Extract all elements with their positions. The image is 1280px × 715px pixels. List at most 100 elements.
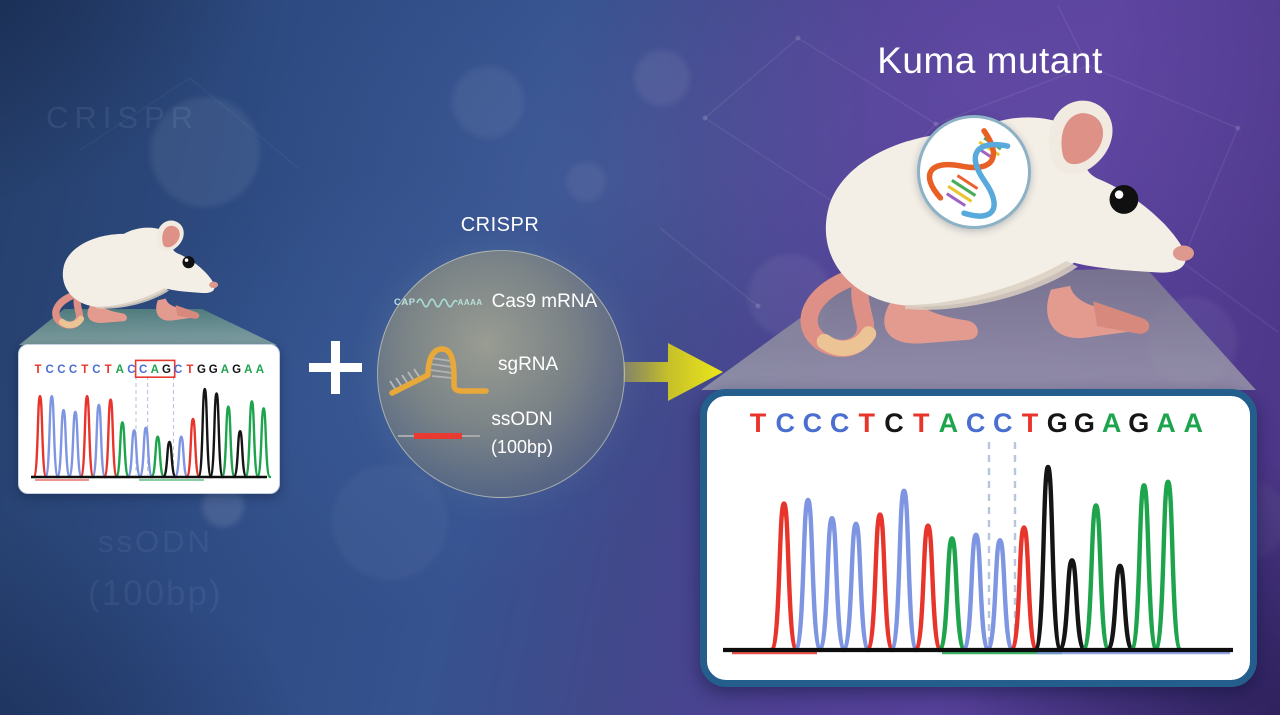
trace-peak [138, 426, 154, 479]
ghost-ssodn-text: ssODN [98, 524, 213, 559]
polya-label: AAAA [457, 297, 483, 307]
trace-peak [44, 394, 60, 479]
plus-icon [309, 341, 362, 394]
trace-peak [768, 501, 800, 653]
trace-peak [864, 512, 896, 653]
base-letter: G [1128, 408, 1149, 438]
trace-peak [936, 536, 968, 653]
trace-peak [67, 410, 83, 479]
base-letter: C [174, 364, 182, 376]
cap-label: CAP [394, 296, 416, 308]
arrow-right-icon [623, 343, 723, 401]
base-letter: T [34, 364, 41, 376]
base-letter: G [1074, 408, 1095, 438]
base-letter: A [256, 364, 264, 376]
cas9-mrna-row: CAP AAAA Cas9 mRNA [394, 291, 597, 313]
base-letter: T [1022, 408, 1039, 438]
trace-peak [1008, 525, 1040, 653]
base-letter: T [859, 408, 876, 438]
trace-peak [792, 497, 824, 653]
trace-peak [91, 403, 107, 479]
trace-peak [185, 417, 201, 479]
base-letter: C [127, 364, 135, 376]
trace-peak [1104, 563, 1136, 653]
trace-peak [984, 538, 1016, 653]
base-letter: A [1102, 408, 1122, 438]
crispr-circle: CAP AAAA Cas9 mRNA sgRNA ssOD [377, 250, 625, 498]
trace-peak [1080, 503, 1112, 653]
base-letter: A [151, 364, 159, 376]
page-title: Kuma mutant [877, 40, 1103, 81]
trace-peak [79, 394, 95, 479]
base-letter: T [105, 364, 112, 376]
trace-peak [173, 435, 189, 479]
trace-peak [960, 532, 992, 653]
ssodn-size-label: (100bp) [490, 437, 554, 457]
ssodn-labels: ssODN (100bp) [476, 409, 568, 458]
base-letter: A [244, 364, 252, 376]
base-letter: C [69, 364, 77, 376]
base-letter: A [116, 364, 124, 376]
beam-mutant [701, 268, 1256, 390]
trace-peak [55, 408, 72, 479]
base-letter: C [966, 408, 986, 438]
base-letter: C [830, 408, 850, 438]
ssodn-label: ssODN [491, 409, 553, 430]
ssodn-icon [398, 433, 480, 439]
trace-peak [1128, 483, 1160, 653]
trace-peak [126, 429, 142, 479]
trace-peak [150, 435, 166, 479]
trace-peak [32, 394, 48, 479]
base-letter: G [1047, 408, 1068, 438]
background-network [79, 5, 1279, 333]
sgrna-icon [389, 346, 489, 396]
base-letter: A [221, 364, 229, 376]
trace-peak [888, 488, 920, 653]
trace-peak [232, 430, 248, 479]
trace-peak [1032, 464, 1064, 653]
base-letter: T [913, 408, 930, 438]
base-letter: A [1156, 408, 1176, 438]
trace-peak [840, 521, 872, 653]
trace-peak [114, 421, 130, 479]
base-letter: T [186, 364, 193, 376]
base-letter: A [1183, 408, 1203, 438]
trace-peak [161, 440, 178, 479]
trace-peak [244, 400, 260, 479]
base-letter: C [884, 408, 904, 438]
base-letter: G [162, 364, 171, 376]
base-letter: C [92, 364, 100, 376]
trace-peak [1152, 479, 1184, 653]
sgrna-label: sgRNA [498, 354, 559, 375]
trace-peak [256, 407, 272, 479]
dna-helix-icon [917, 115, 1031, 229]
base-letter: G [209, 364, 218, 376]
trace-peak [103, 398, 119, 479]
trace-peak [197, 387, 213, 479]
trace-peak [208, 392, 225, 479]
base-letter: G [232, 364, 241, 376]
base-letter: A [939, 408, 959, 438]
trace-peak [220, 405, 236, 479]
crispr-circle-label: CRISPR [460, 214, 540, 236]
base-letter: T [750, 408, 767, 438]
trace-peak [1056, 558, 1088, 653]
base-letter: C [803, 408, 823, 438]
base-letter: C [993, 408, 1013, 438]
base-letter: C [46, 364, 54, 376]
base-letter: T [81, 364, 88, 376]
mrna-wave-icon [415, 298, 458, 308]
base-letter: C [57, 364, 65, 376]
cas9-mrna-label: Cas9 mRNA [491, 291, 598, 312]
trace-peak [816, 516, 848, 653]
target-codon-box [134, 359, 176, 378]
trace-peak [912, 523, 944, 653]
base-letter: C [139, 364, 147, 376]
base-letter: G [197, 364, 206, 376]
